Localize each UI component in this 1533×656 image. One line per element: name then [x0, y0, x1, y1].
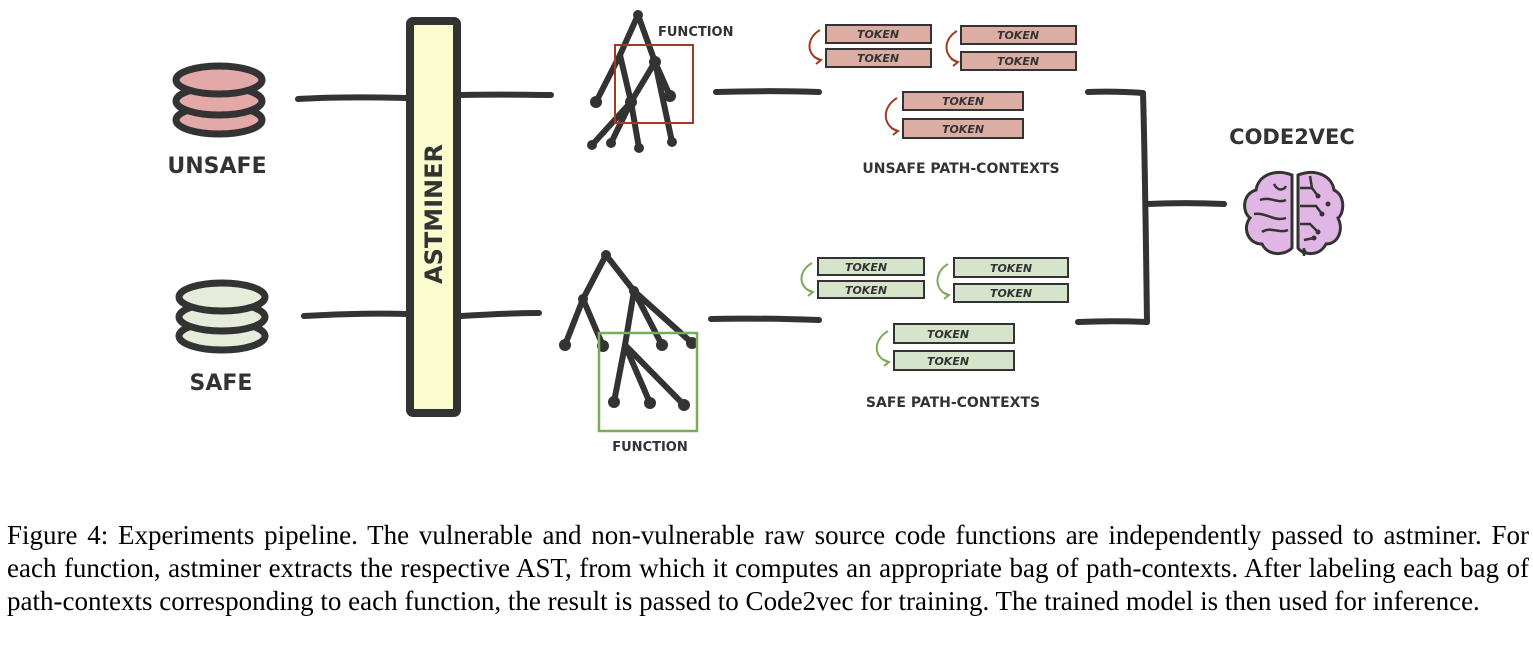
safe-database-icon [175, 279, 269, 354]
unsafe-ast-tree-icon [589, 12, 675, 151]
pipeline-figure: UNSAFE SAFE ASTMINER FUNCTION [167, 10, 1355, 455]
unsafe-path-contexts-label: UNSAFE PATH-CONTEXTS [862, 161, 1059, 177]
safe-token-pair-3: TOKEN TOKEN [875, 323, 1015, 371]
unsafe-function-box [614, 44, 694, 124]
token-label: TOKEN [942, 95, 984, 108]
function-label-top: FUNCTION [658, 25, 734, 40]
token-label: TOKEN [857, 28, 899, 41]
token-label: TOKEN [990, 287, 1032, 300]
connector-safe-astminer [301, 310, 411, 319]
token-label: TOKEN [942, 123, 984, 136]
unsafe-token-pair-3: TOKEN TOKEN [884, 91, 1024, 139]
merge-bracket [1075, 88, 1227, 325]
token-label: TOKEN [997, 55, 1039, 68]
connector-unsafe-astminer [295, 94, 411, 102]
astminer-box [406, 17, 461, 417]
unsafe-database-icon [172, 62, 266, 138]
connector-unsafe-tree-paths [713, 88, 822, 95]
safe-token-pair-2: TOKEN TOKEN [936, 257, 1069, 303]
unsafe-token-pair-1: TOKEN TOKEN [808, 24, 932, 68]
token-label: TOKEN [927, 328, 969, 341]
safe-ast-tree-icon [562, 252, 695, 408]
brain-icon [1243, 170, 1345, 256]
token-label: TOKEN [990, 262, 1032, 275]
token-label: TOKEN [997, 29, 1039, 42]
safe-function-box [597, 331, 699, 433]
token-arrow-icon [808, 29, 821, 61]
token-arrow-icon [945, 30, 958, 63]
unsafe-label: UNSAFE [167, 154, 266, 179]
safe-path-contexts-label: SAFE PATH-CONTEXTS [866, 395, 1040, 411]
figure-caption: Figure 4: Experiments pipeline. The vuln… [7, 520, 1529, 616]
connector-astminer-safe-tree [458, 310, 542, 319]
token-label: TOKEN [845, 261, 887, 274]
token-arrow-icon [800, 262, 813, 293]
safe-token-pair-1: TOKEN TOKEN [800, 257, 925, 299]
token-arrow-icon [884, 97, 898, 132]
unsafe-ast-nodes [587, 10, 677, 153]
unsafe-path-contexts: TOKEN TOKEN TOKEN TOKEN TOKEN TOKEN UNSA… [808, 24, 1077, 177]
token-label: TOKEN [845, 284, 887, 297]
unsafe-token-pair-2: TOKEN TOKEN [945, 25, 1077, 71]
safe-path-contexts: TOKEN TOKEN TOKEN TOKEN TOKEN TOKEN SAFE… [800, 257, 1069, 411]
token-label: TOKEN [857, 52, 899, 65]
token-arrow-icon [936, 263, 949, 296]
token-arrow-icon [875, 330, 889, 363]
token-label: TOKEN [927, 355, 969, 368]
code2vec-label: CODE2VEC [1229, 125, 1355, 149]
connector-safe-tree-paths [708, 315, 822, 323]
function-label-bottom: FUNCTION [612, 440, 688, 455]
safe-label: SAFE [190, 371, 253, 396]
astminer-label: ASTMINER [420, 144, 448, 284]
